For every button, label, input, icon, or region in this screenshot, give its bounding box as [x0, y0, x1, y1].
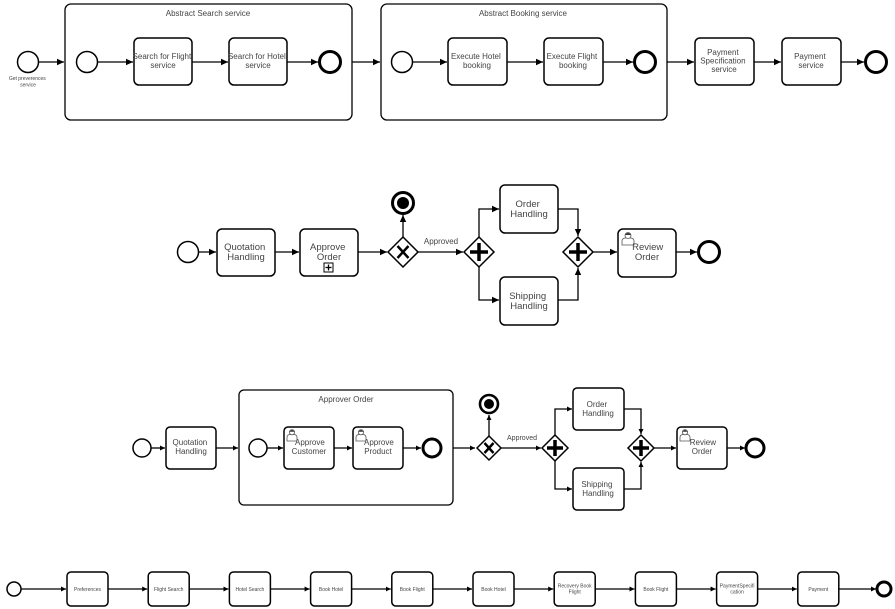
sequence-flow[interactable]	[624, 462, 644, 490]
task-label: Book Flight	[643, 587, 669, 593]
end-event[interactable]	[744, 437, 766, 459]
task-label: Book Hotel	[319, 587, 343, 593]
plus-icon	[633, 440, 649, 456]
user-icon	[621, 232, 635, 246]
user-icon	[679, 429, 691, 442]
task-label: Execute Flight booking	[547, 52, 600, 70]
sequence-flow[interactable]	[558, 268, 582, 301]
end-event[interactable]	[421, 437, 443, 459]
start-event-label: Get preverences service	[9, 76, 47, 89]
task-label: Flight Search	[154, 587, 184, 593]
task-label: Shipping Handling	[509, 291, 549, 312]
sequence-flow[interactable]	[478, 267, 499, 304]
task-shipping-handling[interactable]	[499, 276, 559, 326]
start-event[interactable]	[75, 50, 99, 74]
task-label: Payment Specification service	[700, 48, 748, 74]
task-label: Approve Order	[310, 242, 348, 263]
task-label: Search for Flight service	[133, 52, 194, 70]
sequence-flow[interactable]	[478, 205, 499, 237]
task-label: Payment	[808, 587, 828, 593]
expand-marker-icon[interactable]	[323, 262, 334, 273]
task-label: Quotation Handling	[224, 242, 268, 263]
end-event[interactable]	[875, 580, 893, 598]
task-label: Search for Hotel service	[228, 52, 288, 70]
end-event[interactable]	[633, 50, 657, 74]
exclusive-gateway[interactable]	[386, 235, 420, 269]
plus-icon	[470, 243, 488, 261]
end-event[interactable]	[864, 50, 888, 74]
x-icon	[396, 245, 410, 259]
diagram-travel-services: Get preverences service Abstract Search …	[9, 3, 888, 121]
terminate-end-event[interactable]	[478, 393, 500, 415]
task-label: Review Order	[690, 438, 718, 456]
exclusive-gateway[interactable]	[475, 434, 503, 462]
sequence-flow[interactable]	[624, 408, 644, 434]
task-label: Book Hotel	[481, 587, 505, 593]
task-label: Execute Hotel booking	[451, 52, 503, 70]
parallel-gateway-join[interactable]	[561, 235, 595, 269]
plus-icon	[547, 440, 563, 456]
task-label: Quotation Handling	[173, 438, 210, 456]
diagram-order-process-collapsed: Quotation Handling Approve Order A	[176, 184, 721, 326]
diagram-linear-booking-flow: Preferences Flight Search Hotel Search Book…	[6, 571, 893, 607]
task-label: Order Handling	[582, 400, 614, 418]
user-icon	[355, 429, 367, 442]
end-event[interactable]	[697, 240, 721, 264]
start-event[interactable]	[16, 50, 40, 74]
diagram-order-process-expanded: Quotation Handling Approver Order Approv…	[132, 387, 766, 511]
start-event[interactable]	[248, 438, 268, 458]
task-label: Review Order	[632, 242, 666, 263]
plus-icon	[569, 243, 587, 261]
sequence-flow[interactable]	[554, 406, 572, 435]
start-event[interactable]	[132, 438, 152, 458]
start-event[interactable]	[390, 50, 414, 74]
user-icon	[286, 429, 298, 442]
subprocess-title: Abstract Booking service	[479, 9, 568, 18]
subprocess-title: Approver Order	[318, 395, 373, 404]
end-event[interactable]	[318, 50, 342, 74]
sequence-flow[interactable]	[554, 461, 572, 492]
parallel-gateway-join[interactable]	[626, 433, 656, 463]
task-label: Order Handling	[510, 199, 548, 220]
task-label: Approve Product	[364, 438, 396, 456]
x-icon	[483, 442, 495, 454]
flow-label: Approved	[424, 237, 458, 246]
parallel-gateway-split[interactable]	[540, 433, 570, 463]
parallel-gateway-split[interactable]	[462, 235, 496, 269]
terminate-end-event[interactable]	[391, 191, 415, 215]
task-label: Preferences	[74, 587, 101, 593]
task-label: Shipping Handling	[581, 480, 614, 498]
task-label: Approve Customer	[292, 438, 327, 456]
start-event[interactable]	[6, 581, 22, 597]
task-label: Payment service	[794, 52, 828, 70]
task-label: Hotel Search	[235, 587, 264, 593]
sequence-flow[interactable]	[558, 208, 582, 236]
flow-label: Approved	[507, 435, 537, 442]
start-event[interactable]	[176, 240, 200, 264]
task-label: Book Flight	[400, 587, 426, 593]
subprocess-title: Abstract Search service	[166, 9, 251, 18]
